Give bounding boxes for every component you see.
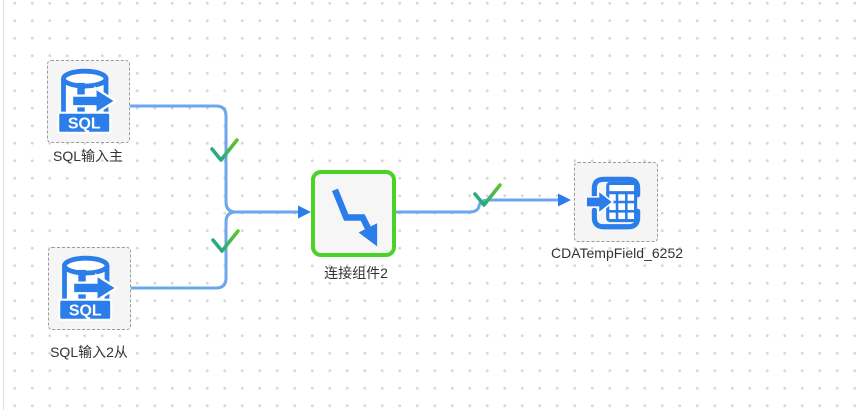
arrow-into-table-icon xyxy=(585,176,641,230)
sql-icon-text: SQL xyxy=(68,302,101,319)
node-label-join-component-2: 连接组件2 xyxy=(324,265,388,281)
node-label-sql-input-main: SQL输入主 xyxy=(52,148,123,164)
node-label-sql-input-2-slave: SQL输入2从 xyxy=(50,344,128,360)
edge-join-to-output[interactable] xyxy=(396,198,558,214)
step-down-arrow-icon xyxy=(331,188,377,246)
node-cda-temp-field[interactable] xyxy=(574,162,658,242)
node-sql-input-main[interactable]: SQL xyxy=(47,60,130,143)
sql-icon-text: SQL xyxy=(67,115,100,132)
node-label-cda-temp-field: CDATempField_6252 xyxy=(550,245,684,261)
edge-arrowhead xyxy=(298,205,311,219)
panel-divider xyxy=(3,0,4,410)
success-check-icon xyxy=(211,229,240,253)
edge-sql-slave-to-join[interactable] xyxy=(131,210,298,290)
node-join-component-2[interactable] xyxy=(311,170,396,257)
edge-arrowhead xyxy=(558,193,571,207)
success-check-icon xyxy=(210,138,239,162)
node-sql-input-2-slave[interactable]: SQL xyxy=(48,247,131,330)
sql-database-arrow-icon: SQL xyxy=(57,255,119,321)
success-check-icon xyxy=(473,183,502,207)
sql-database-arrow-icon: SQL xyxy=(56,68,118,134)
